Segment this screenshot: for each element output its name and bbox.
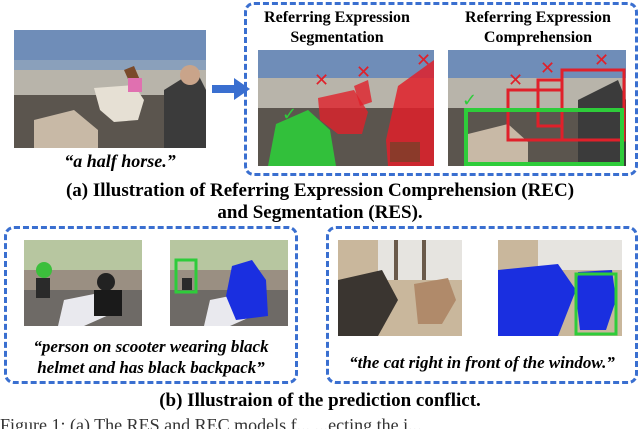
cat-source-photo bbox=[338, 240, 462, 336]
wrong-mark-icon: ✕ bbox=[356, 62, 372, 83]
rec-detection-photo bbox=[448, 50, 626, 166]
rec-panel-title-line2: Comprehension bbox=[483, 29, 593, 46]
wrong-mark-icon: ✕ bbox=[314, 70, 330, 91]
section-a-caption-line2: and Segmentation (RES). bbox=[217, 202, 423, 223]
res-panel-title-line1: Referring Expression bbox=[264, 9, 410, 26]
wrong-mark-icon: ✕ bbox=[416, 50, 432, 71]
scooter-query-line2: helmet and has black backpack” bbox=[37, 358, 265, 377]
arrow-icon bbox=[212, 78, 250, 105]
res-panel-title-line2: Segmentation bbox=[290, 29, 384, 46]
figure-caption-fragment: Figure 1: (a) The RES and REC models f..… bbox=[0, 415, 422, 429]
scooter-source-photo bbox=[24, 240, 142, 326]
scooter-query-line1: “person on scooter wearing black bbox=[33, 337, 269, 356]
correct-mark-icon: ✓ bbox=[462, 90, 478, 111]
cat-prediction-photo bbox=[498, 240, 622, 336]
section-a-caption-line1: (a) Illustration of Referring Expression… bbox=[65, 180, 575, 201]
wrong-mark-icon: ✕ bbox=[540, 58, 556, 79]
bottom-right-panel bbox=[326, 226, 638, 384]
bottom-left-panel bbox=[4, 226, 298, 384]
section-b-caption: (b) Illustraion of the prediction confli… bbox=[159, 390, 481, 411]
correct-mark-icon: ✓ bbox=[282, 104, 298, 125]
wrong-mark-icon: ✕ bbox=[594, 50, 610, 71]
source-beach-horse-photo bbox=[14, 30, 206, 148]
cat-query-text: “the cat right in front of the window.” bbox=[349, 353, 615, 372]
res-segmentation-photo bbox=[258, 50, 434, 166]
query-text: “a half horse.” bbox=[64, 151, 176, 171]
scooter-prediction-photo bbox=[170, 240, 288, 326]
top-results-panel bbox=[244, 2, 638, 176]
wrong-mark-icon: ✕ bbox=[508, 70, 524, 91]
rec-panel-title-line1: Referring Expression bbox=[465, 9, 611, 26]
